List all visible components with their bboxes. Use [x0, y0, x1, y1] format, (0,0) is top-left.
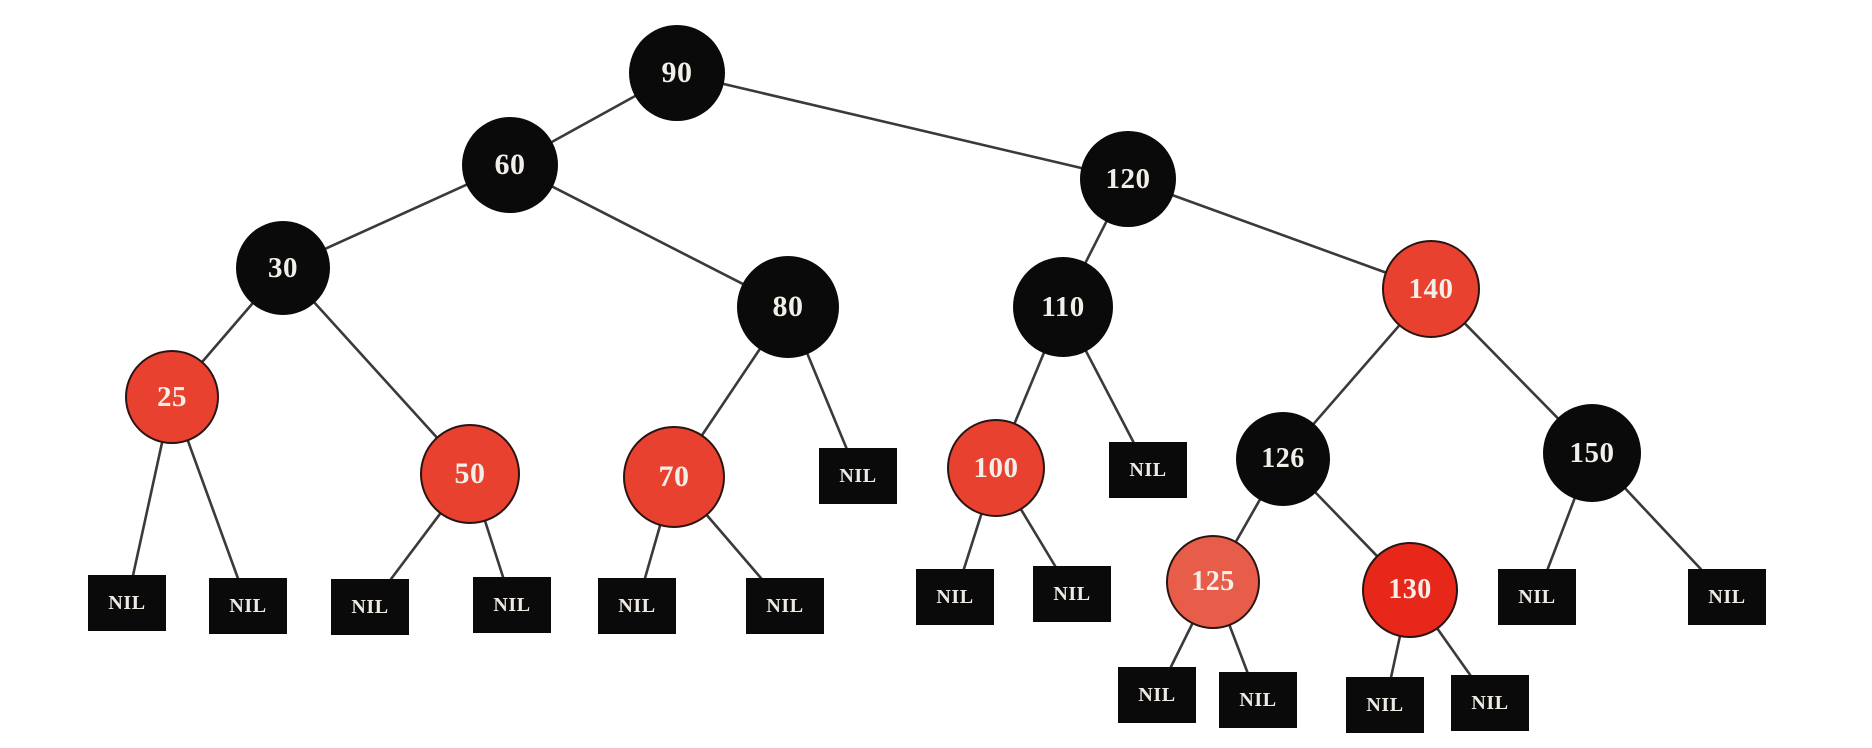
nil-leaf: NIL	[916, 569, 994, 625]
tree-edge	[643, 524, 662, 580]
tree-node-30[interactable]: 30	[236, 221, 330, 315]
tree-edge	[1013, 351, 1046, 425]
tree-edge	[551, 185, 744, 286]
tree-edge	[1171, 194, 1387, 274]
tree-edge	[1464, 322, 1559, 420]
nil-leaf: NIL	[88, 575, 166, 631]
tree-edge	[1234, 498, 1262, 543]
tree-node-70[interactable]: 70	[623, 426, 725, 528]
tree-edge	[962, 513, 983, 571]
tree-edge	[705, 514, 763, 580]
tree-edge	[201, 302, 254, 363]
tree-edge	[483, 520, 505, 579]
tree-node-126[interactable]: 126	[1236, 412, 1330, 506]
tree-edge	[186, 439, 240, 580]
tree-edge	[701, 348, 761, 436]
nil-leaf: NIL	[598, 578, 676, 634]
tree-edge	[722, 82, 1083, 170]
tree-edge	[1312, 324, 1401, 425]
nil-leaf: NIL	[1451, 675, 1529, 731]
tree-edge	[313, 301, 438, 439]
tree-edge	[389, 512, 442, 581]
nil-leaf: NIL	[1498, 569, 1576, 625]
nil-leaf: NIL	[1118, 667, 1196, 723]
tree-edge	[1546, 497, 1576, 571]
tree-node-110[interactable]: 110	[1013, 257, 1113, 357]
tree-node-140[interactable]: 140	[1382, 240, 1480, 338]
tree-edge	[806, 352, 848, 450]
tree-node-80[interactable]: 80	[737, 256, 839, 358]
tree-edge	[131, 441, 164, 577]
nil-leaf: NIL	[209, 578, 287, 634]
tree-edge	[1169, 622, 1194, 669]
nil-leaf: NIL	[331, 579, 409, 635]
tree-node-60[interactable]: 60	[462, 117, 558, 213]
nil-leaf: NIL	[1688, 569, 1766, 625]
tree-edge	[1624, 487, 1703, 571]
tree-edge	[1314, 491, 1378, 557]
tree-node-25[interactable]: 25	[125, 350, 219, 444]
tree-edge	[1084, 350, 1135, 444]
tree-edge	[1020, 508, 1057, 568]
tree-node-125[interactable]: 125	[1166, 535, 1260, 629]
nil-leaf: NIL	[1109, 442, 1187, 498]
tree-edge	[1389, 635, 1402, 679]
tree-edge	[324, 183, 468, 250]
tree-node-90[interactable]: 90	[629, 25, 725, 121]
nil-leaf: NIL	[746, 578, 824, 634]
tree-edge	[1084, 220, 1108, 264]
tree-node-50[interactable]: 50	[420, 424, 520, 524]
tree-node-100[interactable]: 100	[947, 419, 1045, 517]
tree-node-130[interactable]: 130	[1362, 542, 1458, 638]
nil-leaf: NIL	[819, 448, 897, 504]
tree-edge	[1436, 627, 1472, 677]
tree-node-150[interactable]: 150	[1543, 404, 1641, 502]
nil-leaf: NIL	[1033, 566, 1111, 622]
nil-leaf: NIL	[473, 577, 551, 633]
tree-edge	[550, 94, 637, 144]
tree-node-120[interactable]: 120	[1080, 131, 1176, 227]
nil-leaf: NIL	[1219, 672, 1297, 728]
nil-leaf: NIL	[1346, 677, 1424, 733]
tree-edge	[1228, 624, 1249, 674]
